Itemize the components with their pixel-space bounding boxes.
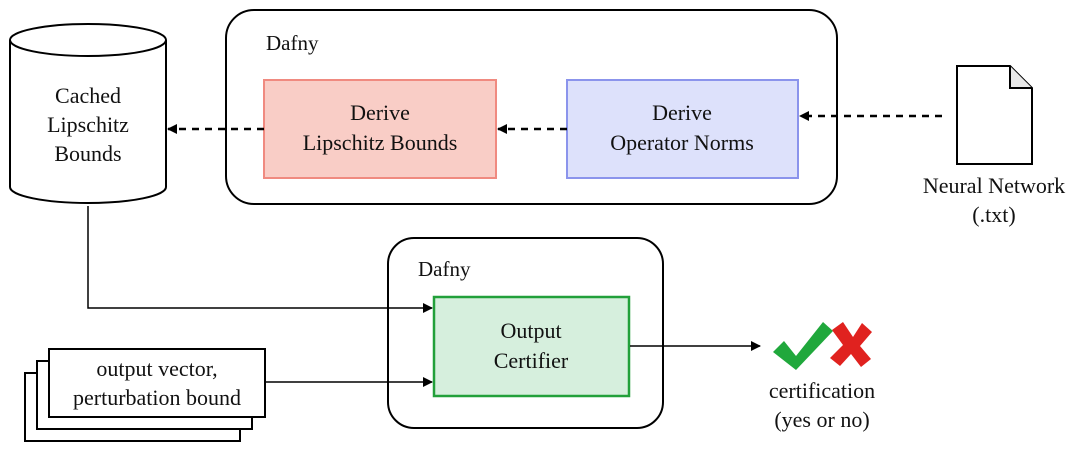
- inputs-line-1: output vector,: [96, 356, 217, 381]
- derive-lipschitz-line-1: Derive: [350, 100, 410, 125]
- derive-operator-line-2: Operator Norms: [610, 130, 754, 155]
- output-certifier-line-1: Output: [500, 318, 561, 343]
- document-icon: [956, 65, 1033, 165]
- check-icon: [773, 322, 833, 370]
- output-certifier-box: Output Certifier: [432, 295, 631, 398]
- inputs-stack: output vector, perturbation bound: [24, 348, 266, 442]
- output-certifier-line-2: Certifier: [494, 348, 569, 373]
- derive-operator-line-1: Derive: [652, 100, 712, 125]
- dafny-bottom-label: Dafny: [418, 257, 471, 281]
- derive-operator-norms-box: Derive Operator Norms: [566, 79, 799, 179]
- arrow-cache-to-certifier: [87, 206, 433, 313]
- neural-network-file: Neural Network (.txt): [923, 65, 1065, 227]
- cache-label-line-2: Lipschitz: [47, 112, 129, 137]
- inputs-line-2: perturbation bound: [73, 385, 241, 410]
- certification-label: certification: [769, 378, 875, 403]
- cached-lipschitz-bounds-database: Cached Lipschitz Bounds: [9, 23, 167, 204]
- neural-network-ext: (.txt): [972, 202, 1015, 227]
- certification-sublabel: (yes or no): [774, 407, 869, 432]
- neural-network-label: Neural Network: [923, 173, 1065, 198]
- cross-icon: [830, 322, 872, 367]
- cache-label-line-3: Bounds: [54, 141, 121, 166]
- derive-lipschitz-bounds-box: Derive Lipschitz Bounds: [263, 79, 497, 179]
- dafny-top-label: Dafny: [266, 31, 319, 55]
- cache-label-line-1: Cached: [55, 83, 121, 108]
- derive-lipschitz-line-2: Lipschitz Bounds: [303, 130, 458, 155]
